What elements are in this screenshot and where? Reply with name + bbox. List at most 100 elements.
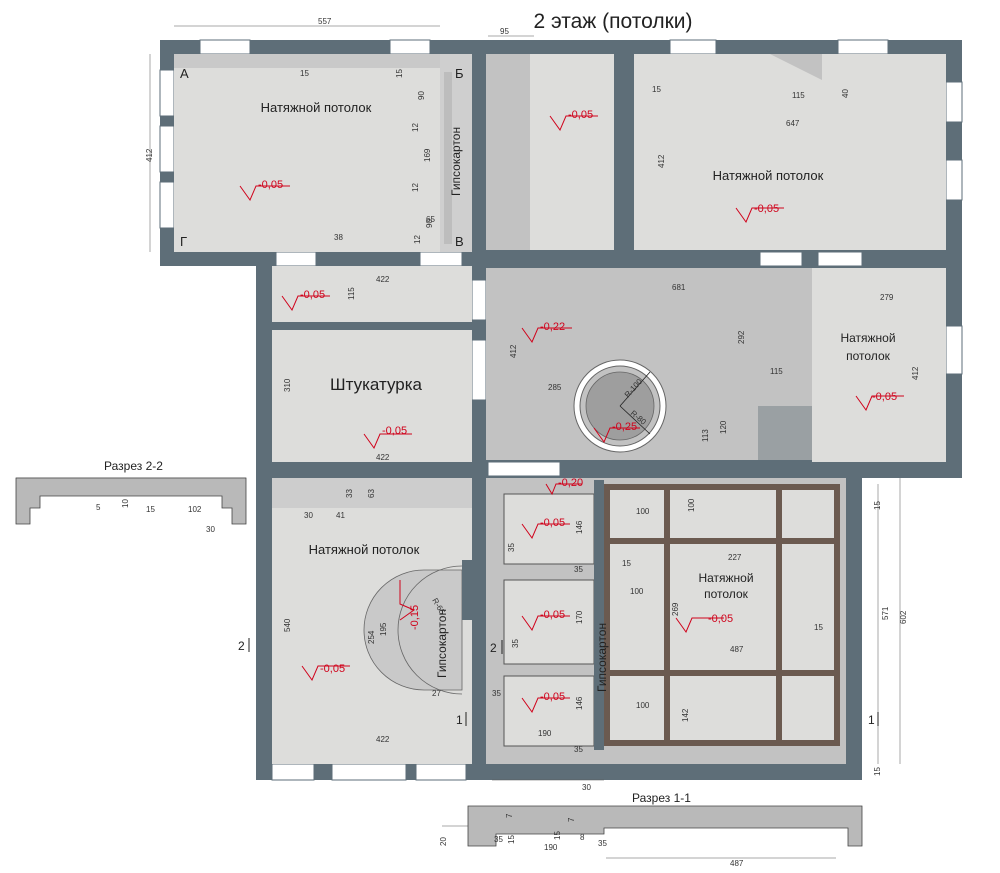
dimension: 63 — [367, 489, 376, 498]
section-2-2-drawing — [15, 477, 247, 525]
rooms — [174, 54, 946, 764]
section-dimension: 30 — [206, 525, 215, 534]
corner-label: Б — [455, 66, 464, 81]
dimension: 100 — [636, 507, 650, 516]
dimension: 27 — [432, 689, 441, 698]
drywall-label: Гипсокартон — [435, 609, 449, 678]
dimension: 115 — [770, 367, 783, 376]
dimension: 35 — [574, 565, 583, 574]
dimension: 279 — [880, 293, 894, 302]
dimension: 269 — [671, 602, 680, 616]
dimension: 15 — [814, 623, 823, 632]
dimension: 12 — [411, 183, 420, 192]
dimension: 412 — [145, 148, 154, 162]
level-label: -0,05 — [300, 289, 325, 301]
dimension: 190 — [538, 729, 552, 738]
dimension: 681 — [672, 283, 686, 292]
dimension: 95 — [500, 27, 509, 36]
corner-label: Г — [180, 234, 187, 249]
dimension: 169 — [423, 148, 432, 162]
drywall-label: Гипсокартон — [595, 623, 609, 692]
dimension: 90 — [425, 219, 434, 228]
room-label: потолок — [704, 587, 748, 601]
dimension: 422 — [376, 735, 390, 744]
section-dimension: 15 — [507, 835, 516, 844]
level-label: -0,20 — [558, 477, 583, 489]
section-dimension: 102 — [188, 505, 202, 514]
dimension: 412 — [911, 366, 920, 380]
dimension: 647 — [786, 119, 800, 128]
level-label: -0,05 — [872, 391, 897, 403]
section-marker: 2 — [490, 641, 497, 655]
room-label: Натяжной — [698, 571, 753, 585]
dimension: 115 — [792, 91, 805, 100]
dimension: 422 — [376, 275, 390, 284]
section-dimension: 7 — [505, 813, 514, 818]
dimension: 227 — [728, 553, 742, 562]
dimension: 120 — [719, 420, 728, 434]
dimension: 35 — [507, 543, 516, 552]
section-dimension: 10 — [121, 499, 130, 508]
section-dimension: 190 — [544, 843, 558, 852]
dimension: 254 — [367, 630, 376, 644]
level-label: -0,05 — [568, 109, 593, 121]
level-label: -0,05 — [540, 691, 565, 703]
dimension: 12 — [413, 235, 422, 244]
level-label: -0,05 — [540, 609, 565, 621]
dimension: 142 — [681, 708, 690, 722]
dimension: 557 — [318, 17, 332, 26]
section-marker: 2 — [238, 639, 245, 653]
corner-label: А — [180, 66, 189, 81]
dimension: 310 — [283, 378, 292, 392]
level-label: -0,05 — [540, 517, 565, 529]
dimension: 100 — [630, 587, 644, 596]
section-title: Разрез 2-2 — [104, 459, 163, 473]
dimension: 412 — [509, 344, 518, 358]
dimension: 33 — [345, 489, 354, 498]
dimension: 35 — [511, 639, 520, 648]
dimension: 15 — [652, 85, 661, 94]
section-dimension: 35 — [598, 839, 607, 848]
section-marker: 1 — [868, 713, 875, 727]
dimension: 195 — [379, 622, 388, 636]
dimension: 292 — [737, 330, 746, 344]
section-dimension: 5 — [96, 503, 101, 512]
dimension: 146 — [575, 696, 584, 710]
dimension: 15 — [873, 767, 882, 776]
level-label: -0,05 — [320, 663, 345, 675]
drywall-label: Гипсокартон — [449, 127, 463, 196]
section-dimension: 8 — [580, 833, 585, 842]
dimension: 40 — [841, 89, 850, 98]
room-label: Натяжной потолок — [261, 100, 372, 115]
page-title: 2 этаж (потолки) — [533, 10, 692, 33]
section-dimension: 20 — [439, 837, 448, 846]
dimension: 100 — [687, 498, 696, 512]
dimension: 170 — [575, 610, 584, 624]
level-label: -0,25 — [612, 421, 637, 433]
room-label: потолок — [846, 349, 890, 363]
dimension: 540 — [283, 618, 292, 632]
dimension: 30 — [304, 511, 313, 520]
room-label: Штукатурка — [330, 375, 423, 394]
dimension: 113 — [701, 429, 710, 442]
dimension: 12 — [411, 123, 420, 132]
section-dimension: 15 — [553, 831, 562, 840]
level-label: -0,22 — [540, 321, 565, 333]
dimension: 35 — [492, 689, 501, 698]
level-label: -0,15 — [409, 605, 421, 630]
dimension: 65 — [426, 215, 435, 224]
dimension: 412 — [657, 154, 666, 168]
dimension: 146 — [575, 520, 584, 534]
level-label: -0,05 — [708, 613, 733, 625]
level-label: -0,05 — [754, 203, 779, 215]
level-marks — [239, 115, 904, 714]
dimension: 15 — [873, 501, 882, 510]
level-label: -0,05 — [258, 179, 283, 191]
ceiling-beams — [604, 484, 840, 746]
dimension: 602 — [899, 610, 908, 624]
dimension: 115 — [347, 287, 356, 300]
section-marker: 1 — [456, 713, 463, 727]
dimension: 41 — [336, 511, 345, 520]
corner-label: В — [455, 234, 464, 249]
dimension: 15 — [622, 559, 631, 568]
